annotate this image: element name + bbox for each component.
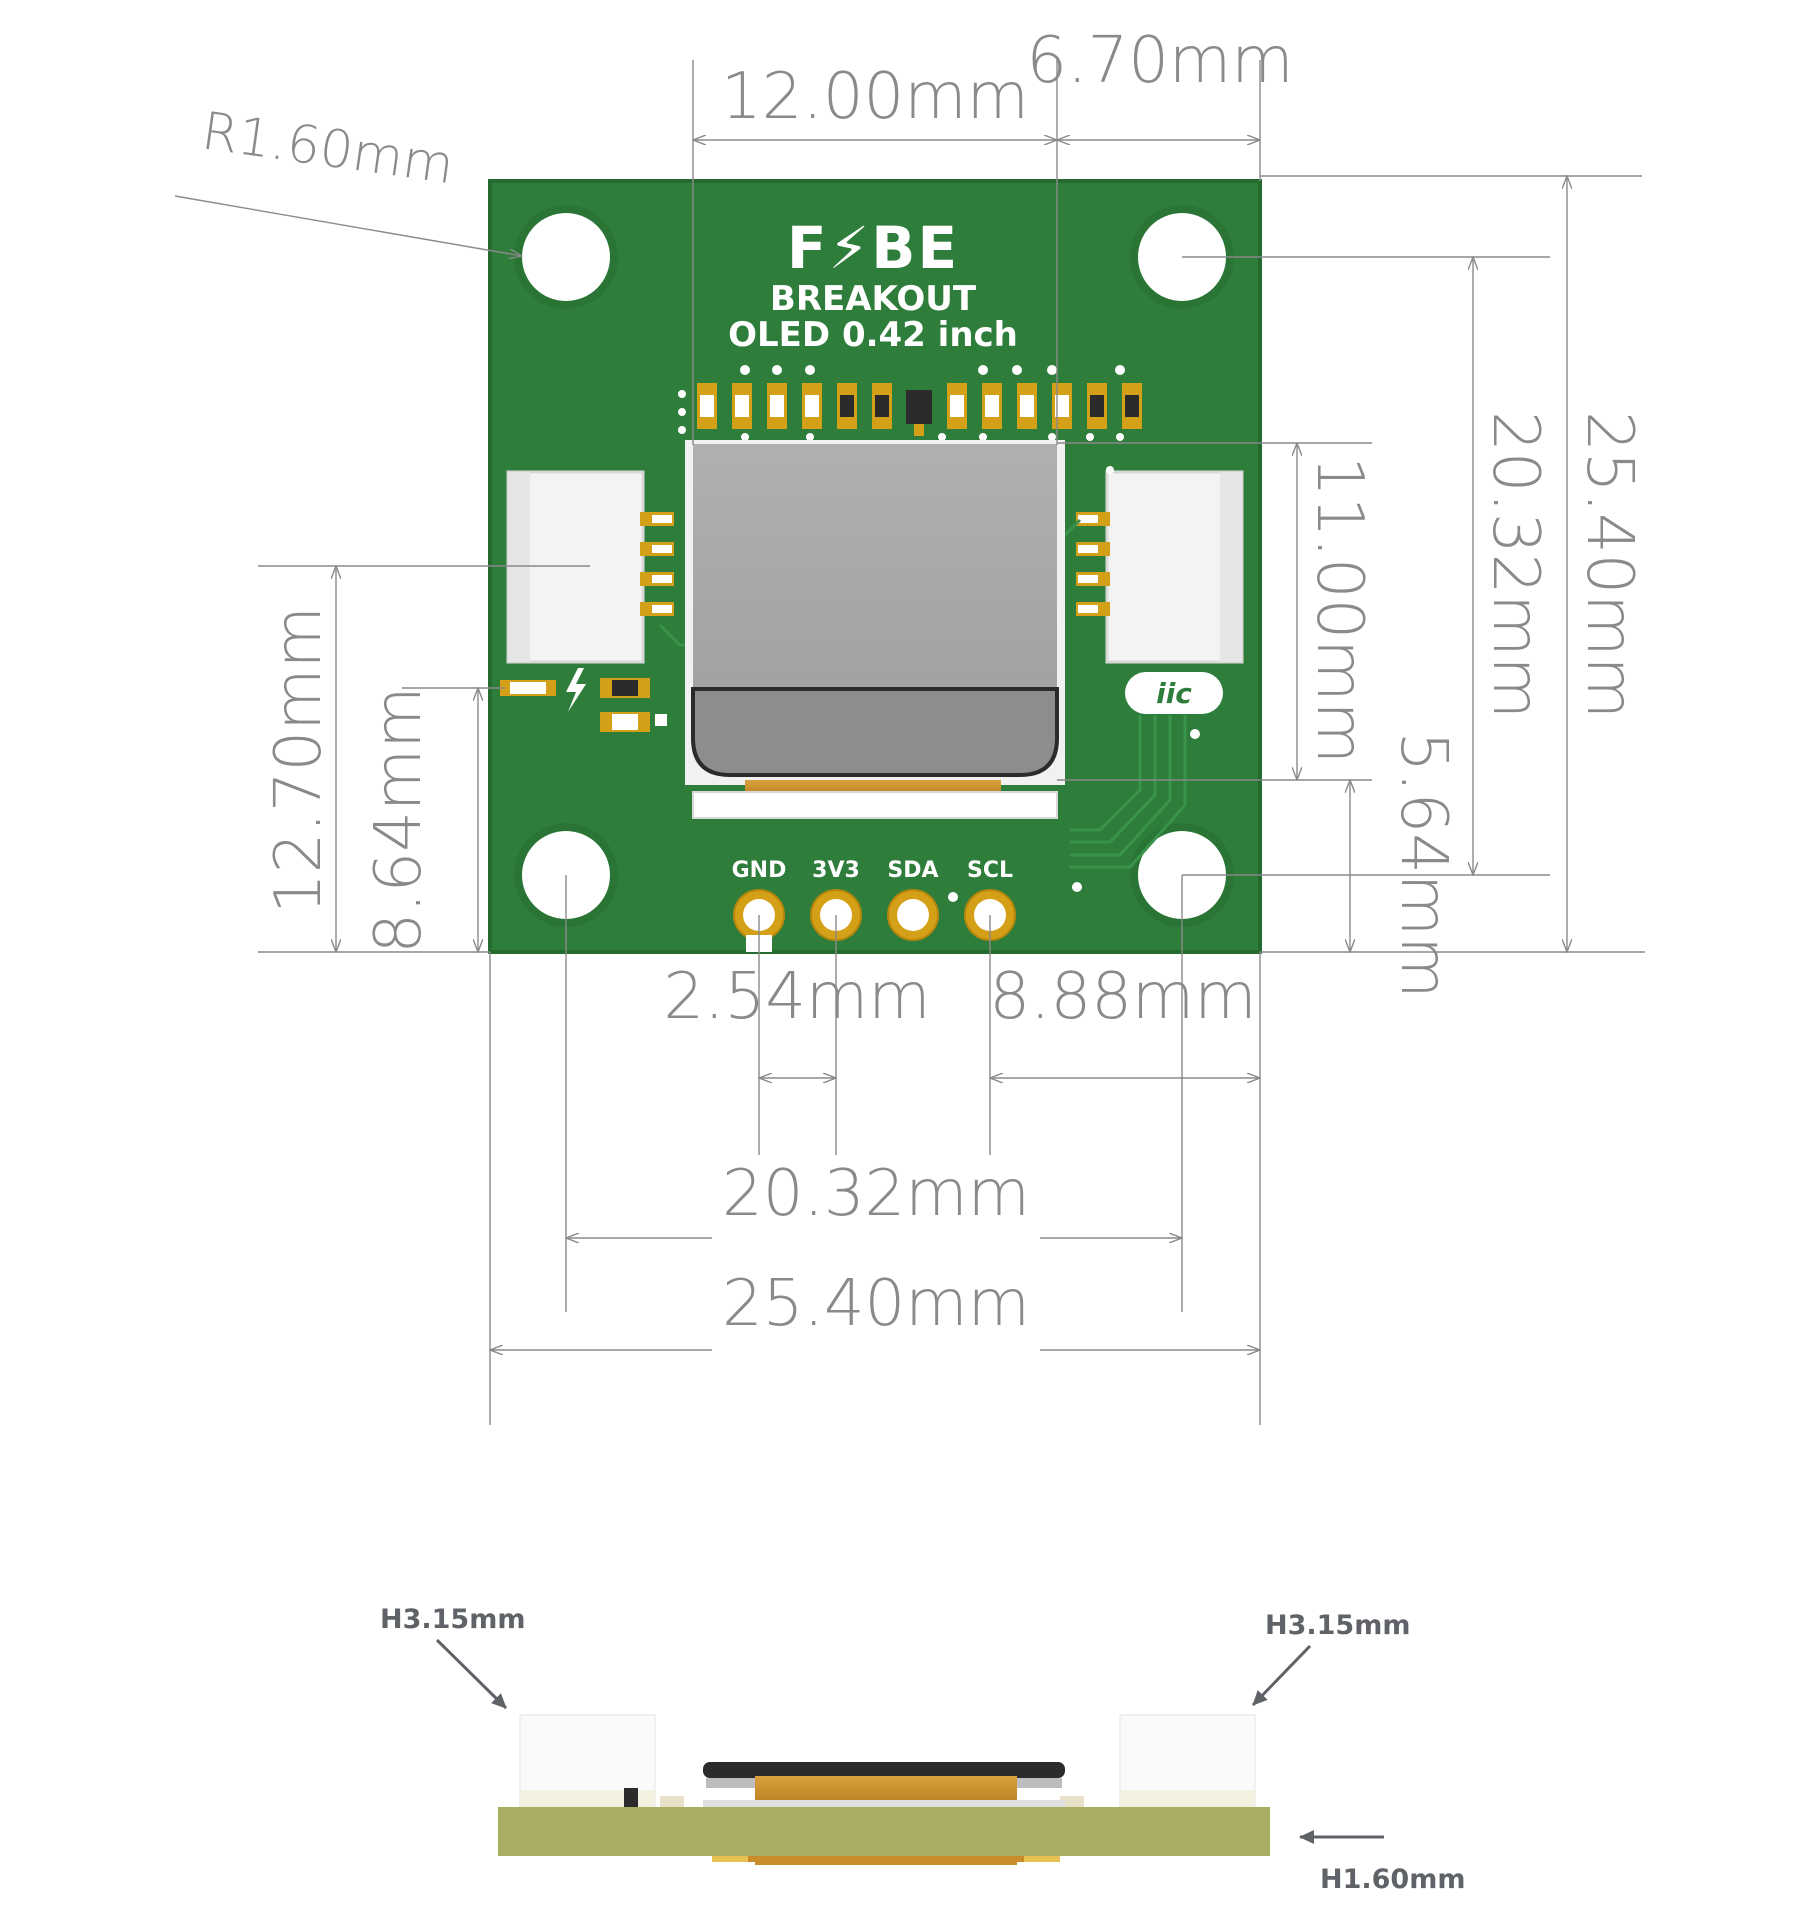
oled-screen-lower bbox=[691, 687, 1059, 777]
dim-bottom-outer: 25.40mm bbox=[722, 1267, 1030, 1341]
board-title-breakout: BREAKOUT bbox=[770, 279, 977, 319]
oled-screen bbox=[693, 444, 1057, 689]
dim-top-right: 6.70mm bbox=[1026, 24, 1293, 98]
oled-display bbox=[685, 440, 1065, 819]
dim-right-outer: 25.40mm bbox=[1572, 411, 1646, 719]
pin-label-3v3: 3V3 bbox=[812, 858, 860, 883]
side-display-glass bbox=[703, 1762, 1065, 1778]
dim-corner-radius: R1.60mm bbox=[198, 101, 457, 196]
pin-label-scl: SCL bbox=[967, 858, 1013, 883]
dim-left-connector: 12.70mm bbox=[262, 606, 336, 914]
pcb-top-view: F⚡BE BREAKOUT OLED 0.42 inch bbox=[488, 179, 1262, 954]
dim-pin-offset: 8.88mm bbox=[989, 960, 1256, 1034]
dim-right-holes: 20.32mm bbox=[1478, 411, 1552, 719]
dim-right-low: 5.64mm bbox=[1386, 731, 1460, 998]
brand-logo: F⚡BE bbox=[787, 214, 959, 282]
dimension-annotations bbox=[174, 60, 1645, 1425]
pin-label-gnd: GND bbox=[732, 858, 787, 883]
left-connector bbox=[506, 470, 674, 664]
dim-right-screen: 11.00mm bbox=[1302, 456, 1376, 764]
side-right-height: H3.15mm bbox=[1265, 1610, 1410, 1641]
power-indicator bbox=[500, 668, 667, 732]
side-view: H3.15mm H3.15mm H1.60mm bbox=[380, 1604, 1465, 1895]
side-pcb-thickness: H1.60mm bbox=[1320, 1864, 1465, 1895]
side-left-height: H3.15mm bbox=[380, 1604, 525, 1635]
right-connector bbox=[1076, 466, 1244, 664]
pin-label-sda: SDA bbox=[887, 858, 938, 883]
lightning-icon bbox=[566, 668, 586, 712]
dim-left-led: 8.64mm bbox=[362, 686, 436, 953]
smd-component-row bbox=[678, 365, 1142, 441]
board-title-oled: OLED 0.42 inch bbox=[728, 315, 1018, 355]
dim-pin-pitch: 2.54mm bbox=[663, 960, 930, 1034]
side-pcb bbox=[498, 1807, 1270, 1856]
dim-bottom-holes: 20.32mm bbox=[722, 1157, 1030, 1231]
iic-badge-label: iic bbox=[1156, 677, 1192, 710]
mounting-hole-top-left bbox=[514, 205, 618, 309]
iic-badge: iic bbox=[1125, 672, 1223, 739]
dim-top-span: 12.00mm bbox=[721, 60, 1029, 134]
